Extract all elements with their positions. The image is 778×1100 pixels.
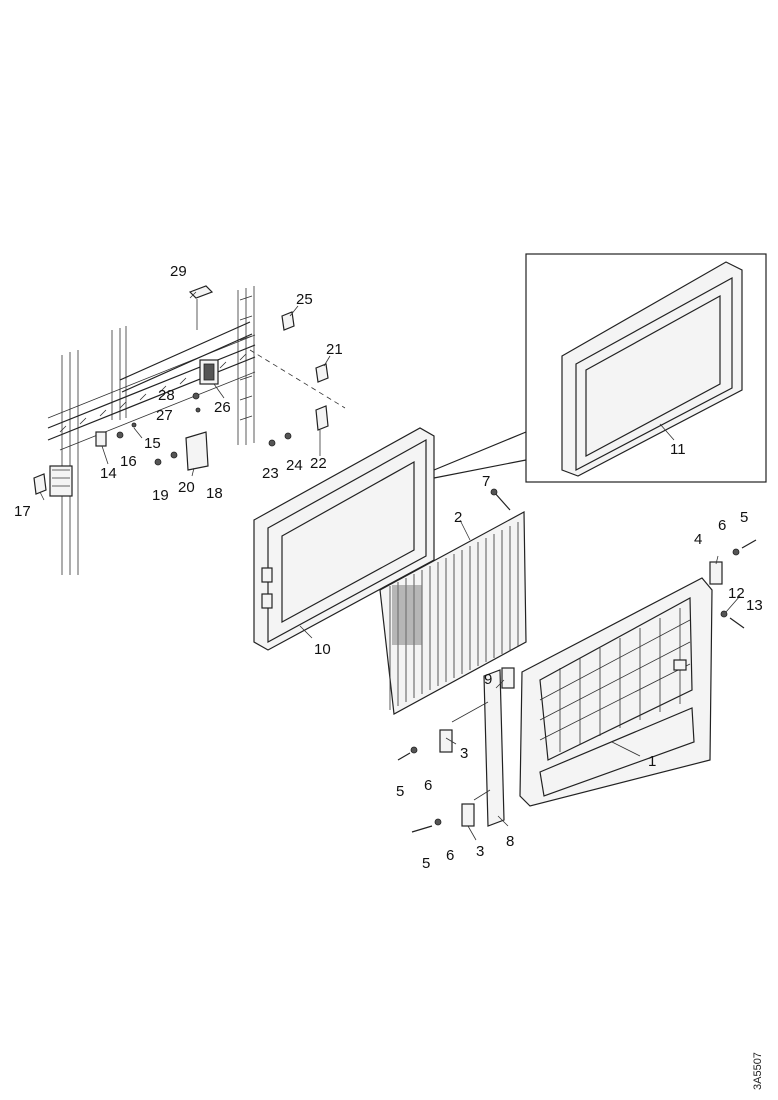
hinge-set bbox=[397, 667, 515, 833]
callout-4: 4 bbox=[694, 531, 702, 548]
callout-5c: 5 bbox=[422, 855, 430, 872]
callout-25: 25 bbox=[296, 291, 313, 308]
callout-13: 13 bbox=[746, 597, 763, 614]
reference-code: 3A5507 bbox=[748, 1020, 768, 1090]
callout-9: 9 bbox=[484, 671, 492, 688]
callout-6b: 6 bbox=[424, 777, 432, 794]
callout-5a: 5 bbox=[740, 509, 748, 526]
callout-21: 21 bbox=[326, 341, 343, 358]
callout-27: 27 bbox=[156, 407, 173, 424]
callout-7: 7 bbox=[482, 473, 490, 490]
cab-frame bbox=[47, 286, 256, 575]
callout-22: 22 bbox=[310, 455, 327, 472]
callout-29: 29 bbox=[170, 263, 187, 280]
callout-6a: 6 bbox=[718, 517, 726, 534]
callout-19: 19 bbox=[152, 487, 169, 504]
callout-16: 16 bbox=[120, 453, 137, 470]
leader-lines bbox=[39, 291, 741, 841]
callout-18: 18 bbox=[206, 485, 223, 502]
inset-detail-box bbox=[433, 253, 767, 483]
callout-28: 28 bbox=[158, 387, 175, 404]
callout-1: 1 bbox=[648, 753, 656, 770]
grille-part-2 bbox=[379, 488, 527, 715]
reference-code-text: 3A5507 bbox=[752, 1052, 764, 1090]
callout-3b: 3 bbox=[476, 843, 484, 860]
callout-15: 15 bbox=[144, 435, 161, 452]
callout-8: 8 bbox=[506, 833, 514, 850]
callout-11: 11 bbox=[670, 441, 686, 458]
frame-hardware bbox=[33, 285, 346, 495]
callout-23: 23 bbox=[262, 465, 279, 482]
callout-6c: 6 bbox=[446, 847, 454, 864]
callout-3a: 3 bbox=[460, 745, 468, 762]
callout-17: 17 bbox=[14, 503, 31, 520]
callout-26: 26 bbox=[214, 399, 231, 416]
callout-10: 10 bbox=[314, 641, 331, 658]
callout-14: 14 bbox=[100, 465, 117, 482]
callout-20: 20 bbox=[178, 479, 195, 496]
callout-12: 12 bbox=[728, 585, 745, 602]
frame-part-10 bbox=[253, 427, 435, 651]
callout-5b: 5 bbox=[396, 783, 404, 800]
callout-2: 2 bbox=[454, 509, 462, 526]
callout-24: 24 bbox=[286, 457, 303, 474]
grille-panel-part-1 bbox=[519, 539, 757, 807]
callout-labels: 1 2 3 3 4 5 5 5 6 6 6 7 8 9 10 11 12 13 … bbox=[14, 263, 763, 872]
